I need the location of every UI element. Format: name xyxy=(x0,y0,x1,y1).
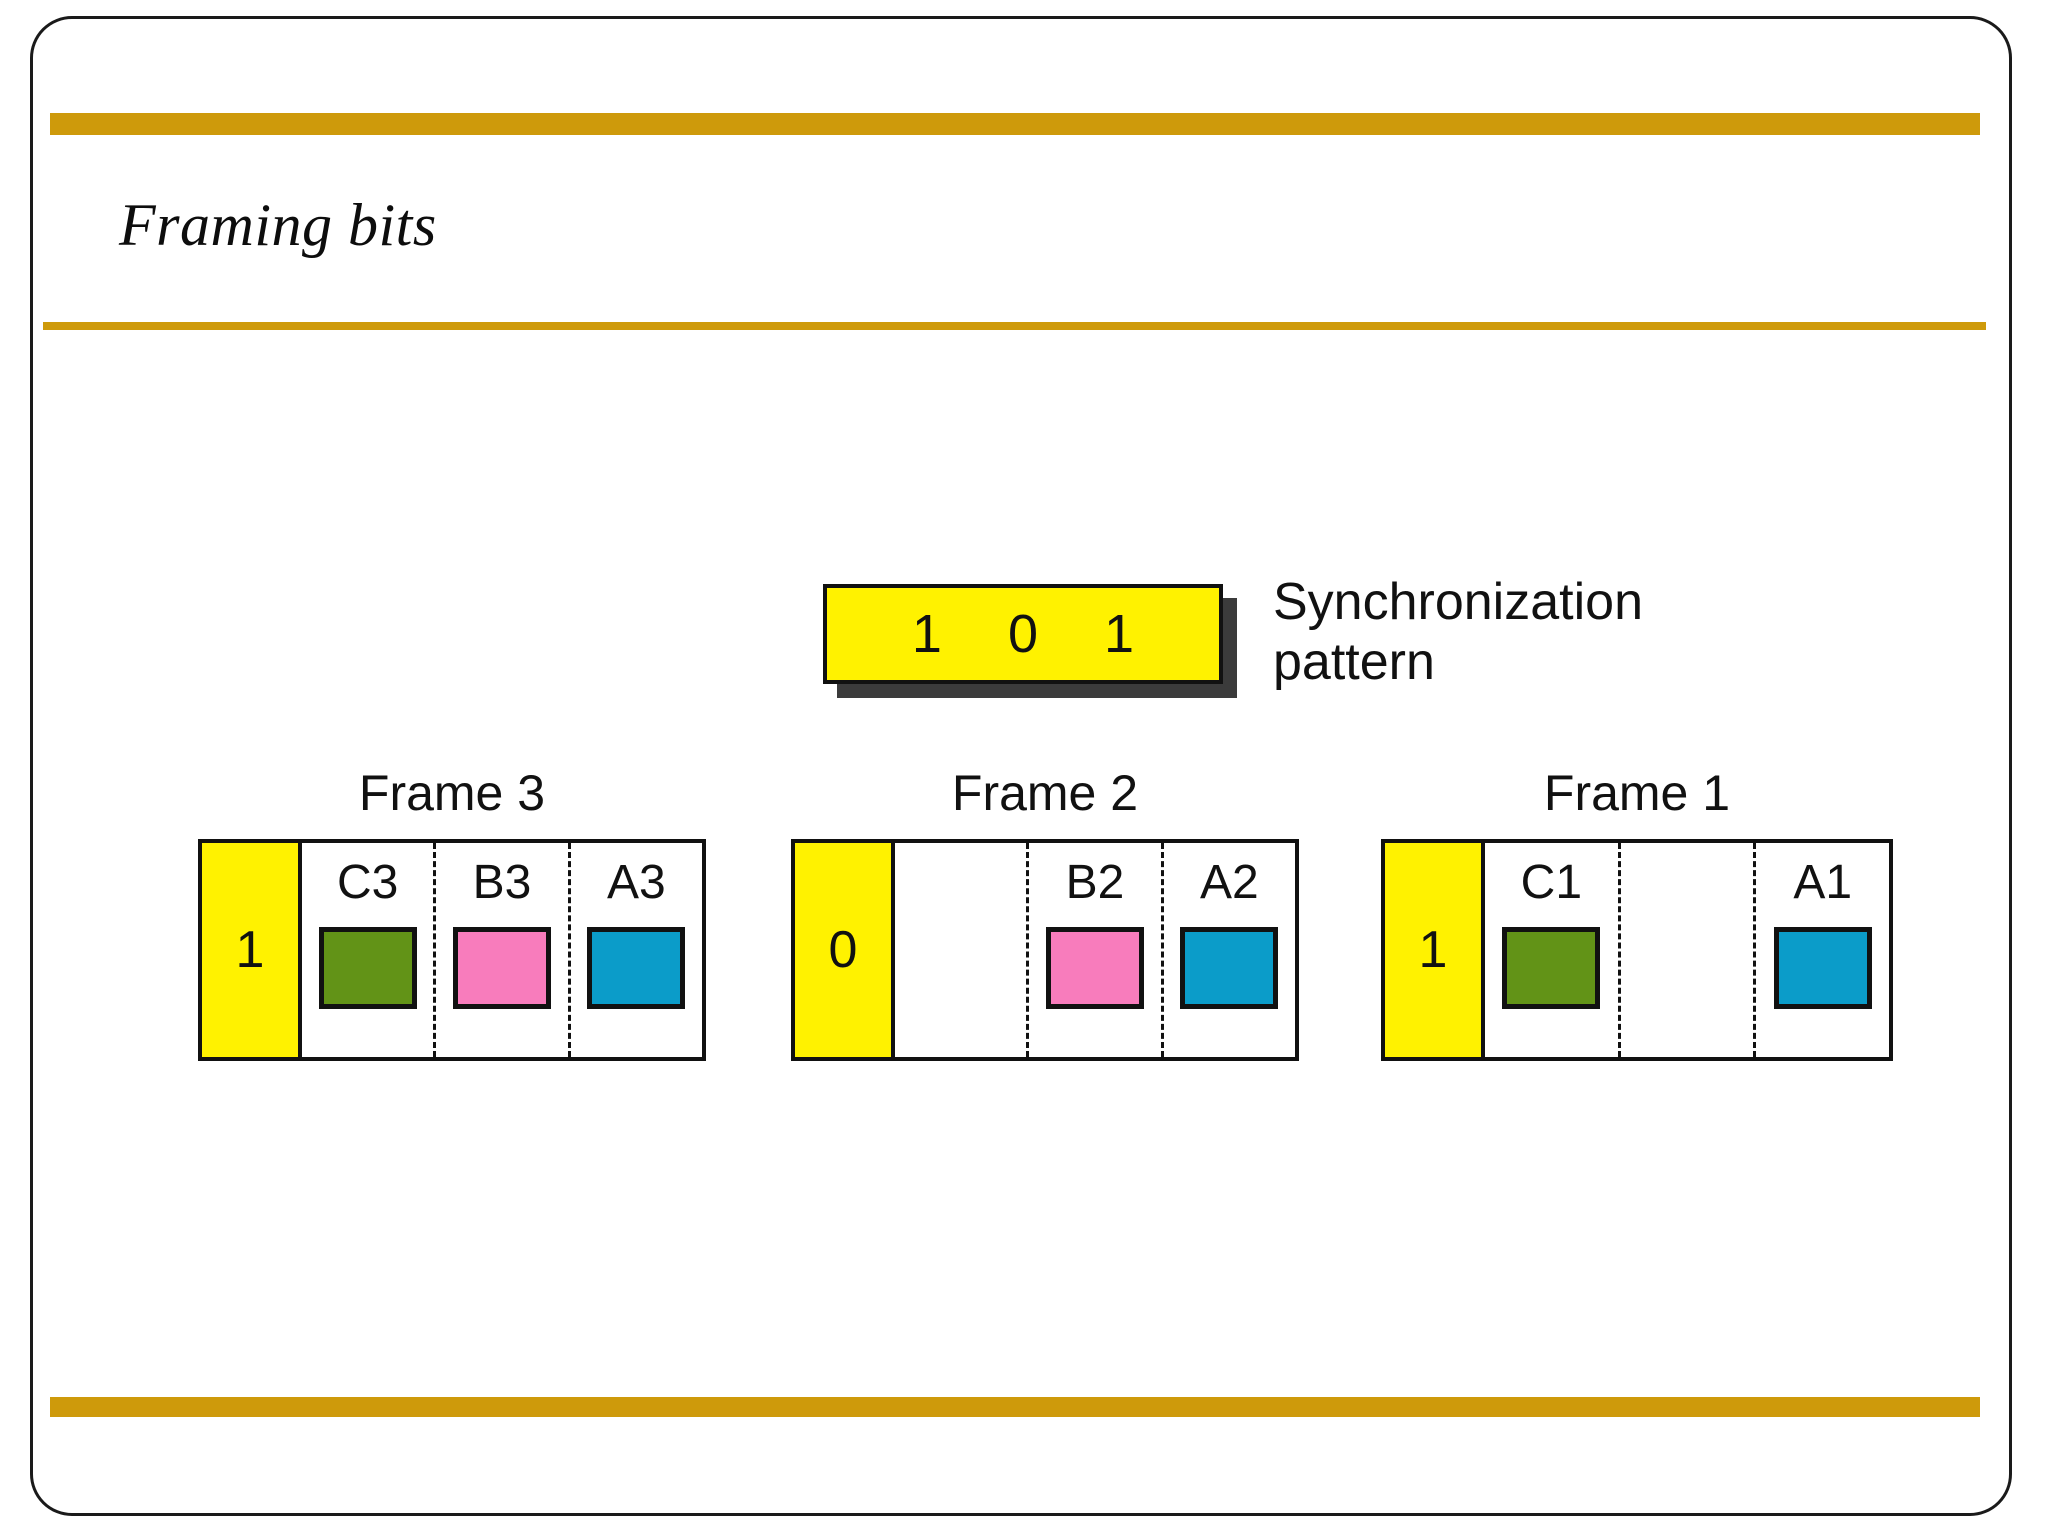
framing-bit-value: 0 xyxy=(828,921,858,979)
frame-slot: A3 xyxy=(571,843,702,1057)
frame-box: 0 B2 A2 xyxy=(791,839,1299,1061)
frame-slots: B2 A2 xyxy=(895,843,1295,1057)
frame-slot: B2 xyxy=(1029,843,1164,1057)
frame-slot: B3 xyxy=(436,843,571,1057)
sync-bit: 1 xyxy=(911,604,942,664)
frame-slots: C1 A1 xyxy=(1485,843,1889,1057)
frame-slots: C3 B3 A3 xyxy=(302,843,702,1057)
slot-label: C3 xyxy=(336,856,399,909)
frame-slot: A1 xyxy=(1756,843,1889,1057)
sync-bit: 0 xyxy=(1007,604,1039,664)
frame-slot: C3 xyxy=(302,843,437,1057)
frame-title: Frame 3 xyxy=(358,765,546,821)
sync-pattern-label: Synchronization pattern xyxy=(1273,573,1643,692)
slot-swatch xyxy=(587,927,686,1009)
page-title: Framing bits xyxy=(119,192,437,258)
framing-bit-cell: 1 xyxy=(1385,843,1485,1057)
slot-swatch xyxy=(1180,927,1279,1009)
slot-label: A2 xyxy=(1199,856,1259,909)
framing-bit-cell: 1 xyxy=(202,843,302,1057)
slot-label: A1 xyxy=(1793,856,1853,909)
synchronization-pattern-group: 1 0 1 xyxy=(823,584,1243,704)
slot-swatch xyxy=(1502,927,1601,1009)
slot-swatch xyxy=(1045,927,1144,1009)
slot-label: B2 xyxy=(1065,856,1125,909)
slot-label: B3 xyxy=(472,856,532,909)
frame-box: 1 C1 A1 xyxy=(1381,839,1893,1061)
slot-label: A3 xyxy=(606,856,666,909)
frame-title: Frame 1 xyxy=(1543,765,1731,821)
slot-swatch xyxy=(452,927,551,1009)
header-accent-bar-thin xyxy=(43,322,1986,330)
frame-title: Frame 2 xyxy=(951,765,1139,821)
footer-accent-bar xyxy=(50,1397,1980,1417)
framing-bit-cell: 0 xyxy=(795,843,895,1057)
frame-slot: A2 xyxy=(1164,843,1295,1057)
frame-slot xyxy=(1621,843,1757,1057)
slide-canvas: Framing bits 1 0 1 Synchronization patte… xyxy=(30,16,2012,1516)
frame-slot xyxy=(895,843,1030,1057)
frame-slot: C1 xyxy=(1485,843,1621,1057)
header-accent-bar-top xyxy=(50,113,1980,135)
slot-label: C1 xyxy=(1520,856,1583,909)
framing-bit-value: 1 xyxy=(1418,921,1448,979)
sync-bit: 1 xyxy=(1104,604,1135,664)
sync-pattern-box: 1 0 1 xyxy=(823,584,1223,684)
slot-swatch xyxy=(318,927,417,1009)
framing-bit-value: 1 xyxy=(235,921,265,979)
slot-swatch xyxy=(1773,927,1872,1009)
frame-box: 1 C3 B3 A3 xyxy=(198,839,706,1061)
